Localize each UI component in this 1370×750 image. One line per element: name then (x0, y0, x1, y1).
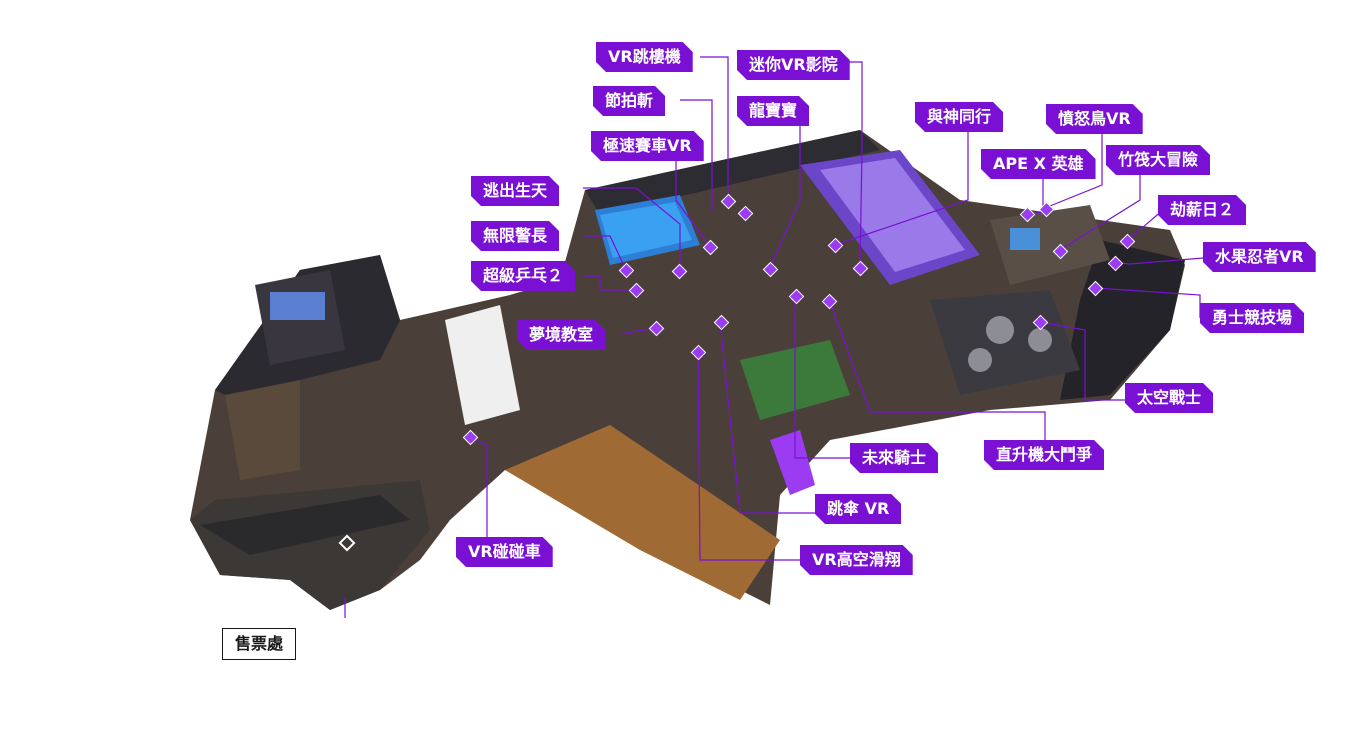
label-arena[interactable]: 勇士競技場 (1200, 303, 1304, 333)
label-doomsday[interactable]: 劫薪日２ (1158, 195, 1246, 225)
label-dragon-baby[interactable]: 龍寶寶 (737, 96, 809, 126)
label-with-gods[interactable]: 與神同行 (915, 102, 1003, 132)
label-glide[interactable]: VR高空滑翔 (800, 545, 913, 575)
label-fruit-ninja[interactable]: 水果忍者VR (1203, 242, 1316, 272)
label-bamboo[interactable]: 竹筏大冒險 (1106, 145, 1210, 175)
floor-area (190, 130, 1185, 610)
label-skydive[interactable]: 跳傘 VR (815, 494, 901, 524)
label-angry-birds[interactable]: 憤怒鳥VR (1046, 104, 1143, 134)
label-vr-jump[interactable]: VR跳樓機 (596, 42, 693, 72)
label-racing-vr[interactable]: 極速賽車VR (591, 131, 704, 161)
label-escape[interactable]: 逃出生天 (471, 176, 559, 206)
label-pingpong[interactable]: 超級乒乓２ (471, 261, 575, 291)
leader-lines (344, 56, 1204, 618)
label-ticket-office[interactable]: 售票處 (222, 628, 297, 660)
label-vr-bumper[interactable]: VR碰碰車 (456, 537, 553, 567)
label-heli[interactable]: 直升機大鬥爭 (984, 440, 1104, 470)
label-beat-saber[interactable]: 節拍斬 (593, 86, 665, 116)
label-ape-x[interactable]: APE X 英雄 (981, 149, 1096, 179)
label-dream-class[interactable]: 夢境教室 (517, 320, 605, 350)
label-police[interactable]: 無限警長 (471, 221, 559, 251)
label-space-war[interactable]: 太空戰士 (1125, 383, 1213, 413)
label-mini-cinema[interactable]: 迷你VR影院 (737, 50, 850, 80)
label-future-knight[interactable]: 未來騎士 (850, 443, 938, 473)
